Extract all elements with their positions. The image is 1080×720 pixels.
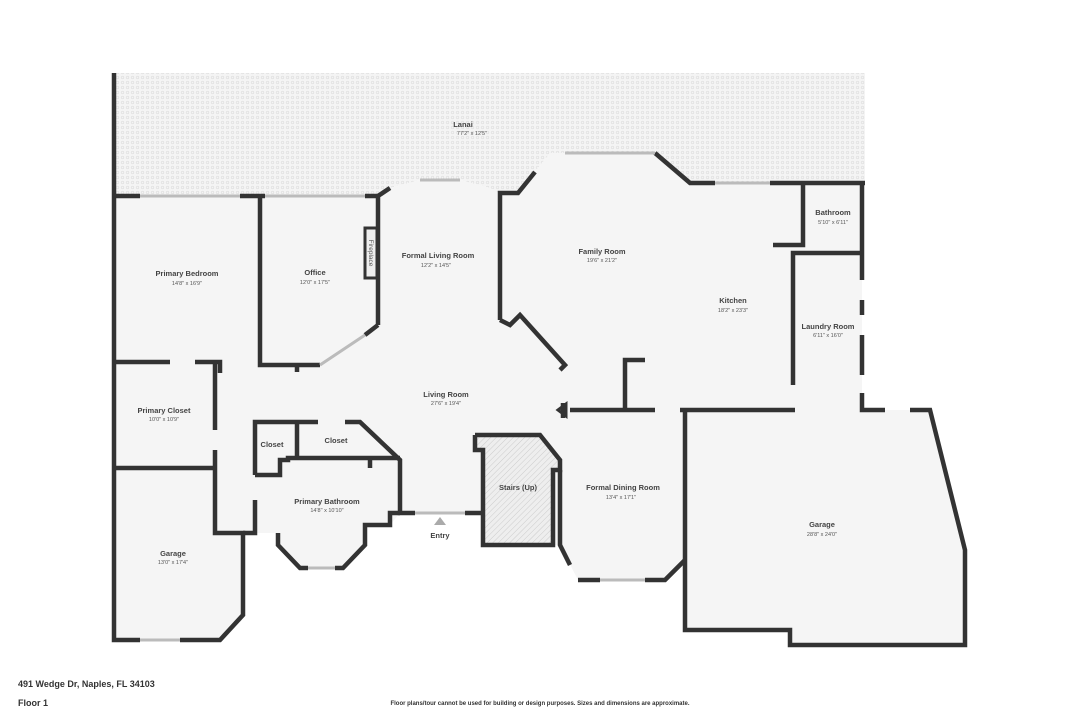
floor-label: Floor 1	[18, 698, 49, 708]
address: 491 Wedge Dr, Naples, FL 34103	[18, 679, 155, 689]
room-name: Kitchen	[719, 296, 747, 305]
room-name: Formal Living Room	[402, 251, 475, 260]
room-dim: 28'8" x 24'0"	[807, 532, 837, 538]
room-name: Garage	[160, 549, 186, 558]
disclaimer: Floor plans/tour cannot be used for buil…	[390, 701, 690, 707]
room-dim: 12'2" x 14'5"	[421, 263, 451, 269]
interior-floor	[114, 153, 965, 645]
room-name: Formal Dining Room	[586, 483, 660, 492]
room-dim: 19'6" x 21'2"	[587, 258, 617, 264]
room-name: Stairs (Up)	[499, 483, 537, 492]
room-dim: 77'2" x 12'5"	[457, 131, 487, 137]
room-name: Bathroom	[815, 208, 851, 217]
entry-arrow-icon	[434, 517, 446, 525]
walls	[111, 73, 968, 648]
lanai-area	[114, 73, 865, 196]
room-dim: 10'0" x 10'9"	[149, 417, 179, 423]
room-dim: 27'6" x 19'4"	[431, 401, 461, 407]
room-dim: 12'0" x 17'5"	[300, 280, 330, 286]
room-name: Primary Bathroom	[294, 497, 360, 506]
arrow-icon	[555, 401, 568, 419]
room-name: Primary Bedroom	[156, 269, 219, 278]
room-dim: 5'10" x 6'11"	[818, 220, 848, 226]
room-dim: 13'4" x 17'1"	[606, 495, 636, 501]
windows	[140, 151, 770, 642]
room-dim: 14'8" x 16'9"	[172, 281, 202, 287]
stairs-area	[475, 435, 560, 545]
room-name: Office	[304, 268, 325, 277]
room-dim: 18'2" x 23'3"	[718, 308, 748, 314]
room-name: Garage	[809, 520, 835, 529]
room-name: Laundry Room	[802, 322, 855, 331]
room-name: Primary Closet	[138, 406, 191, 415]
room-dim: 13'0" x 17'4"	[158, 560, 188, 566]
room-name: Entry	[430, 531, 450, 540]
room-name: Living Room	[423, 390, 469, 399]
room-name: Closet	[261, 440, 284, 449]
room-name: Fireplace	[367, 240, 374, 267]
room-name: Closet	[325, 436, 348, 445]
fireplace	[363, 226, 379, 280]
room-name: Family Room	[578, 247, 625, 256]
room-dim: 6'11" x 16'0"	[813, 333, 843, 339]
room-name: Lanai	[453, 120, 473, 129]
room-dim: 14'8" x 10'10"	[310, 508, 343, 514]
